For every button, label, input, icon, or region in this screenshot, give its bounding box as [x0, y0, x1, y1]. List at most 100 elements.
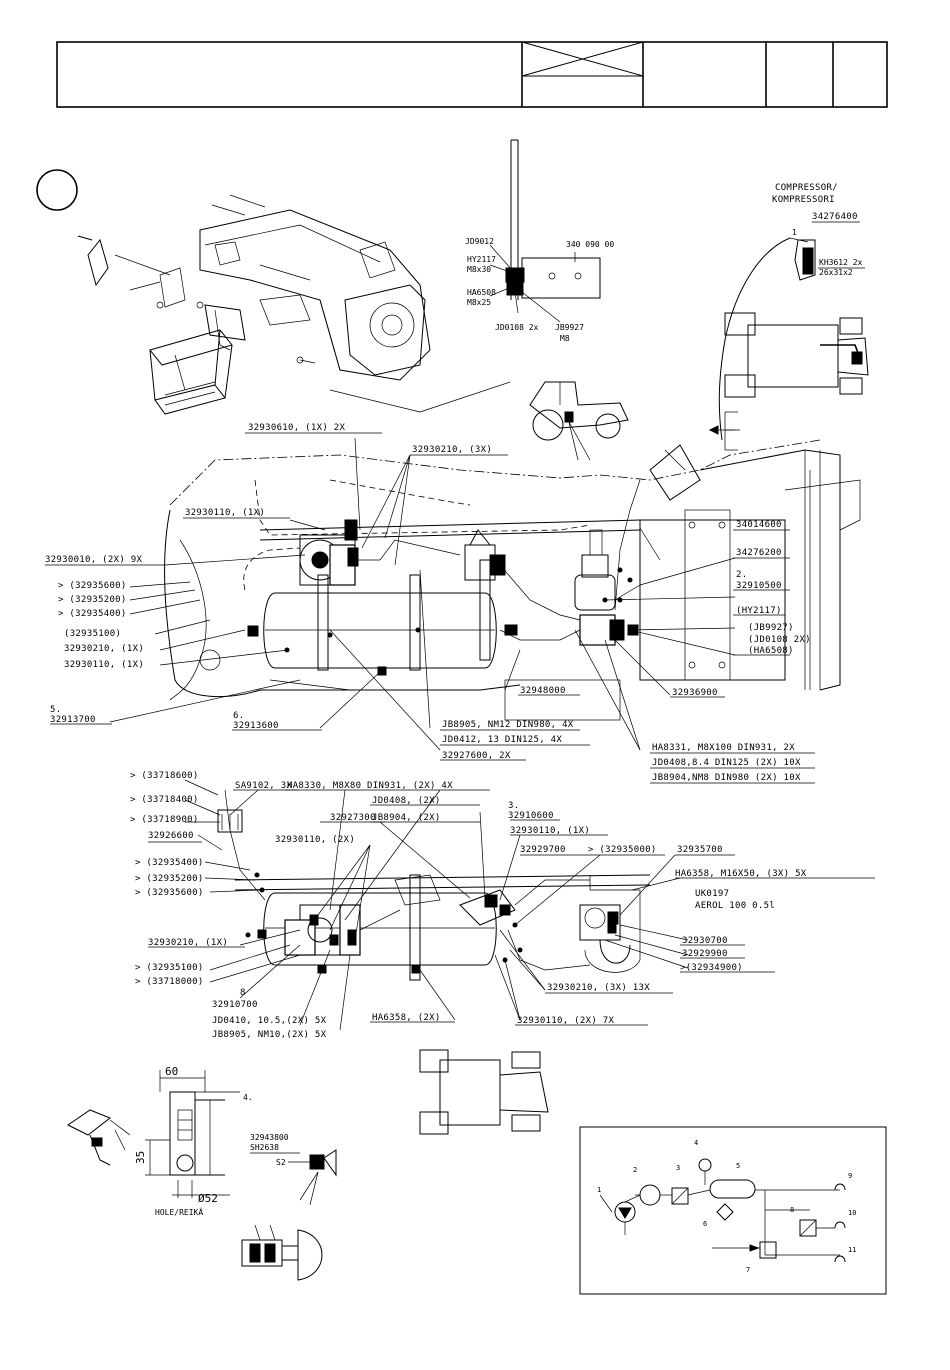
main-label: 32913600 — [233, 721, 279, 731]
lower-label: > (32935100) — [135, 963, 204, 973]
lower-label: UK0197 — [695, 889, 729, 899]
main-label: 32913700 — [50, 715, 96, 725]
schematic-number: 3 — [676, 1164, 680, 1172]
lower-label: 32926600 — [148, 831, 194, 841]
valve-part: 32943800 — [250, 1133, 289, 1142]
main-label: HA8331, M8X100 DIN931, 2X — [652, 743, 795, 753]
hole-detail: 60 35 Ø52 HOLE/REIKÄ 4. — [67, 1065, 323, 1281]
lower-label: 32930110, (2X) — [275, 835, 355, 845]
schematic-number: 6 — [703, 1220, 707, 1228]
lower-label: > (32935200) — [135, 874, 204, 884]
lower-label: > (33718400) — [130, 795, 199, 805]
dim-width: 60 — [165, 1065, 178, 1078]
main-label: 32930210, (3X) — [412, 445, 492, 455]
schematic-number: 4 — [694, 1139, 698, 1147]
lower-label: 32910700 — [212, 1000, 258, 1010]
lower-label: JB8905, NM10,(2X) 5X — [212, 1030, 327, 1040]
lower-label: HA8330, M8X80 DIN931, (2X) 4X — [287, 781, 453, 791]
schematic-number: 1 — [597, 1186, 601, 1194]
main-label: 32930210, (1X) — [64, 644, 144, 654]
lower-label: > (32935000) — [588, 845, 657, 855]
main-label: (JD0108 2X) — [748, 635, 811, 645]
main-label: JD0412, 13 DIN125, 4X — [442, 735, 562, 745]
main-label: 32936900 — [672, 688, 718, 698]
valve-detail: 32943800 SH2638 S2 — [250, 1133, 337, 1206]
lower-label: > (33718600) — [130, 771, 199, 781]
lower-label: 8 — [240, 988, 246, 998]
lower-label: > (33718900) — [130, 815, 199, 825]
lower-label: >(32934900) — [680, 963, 743, 973]
lower-label: 32930110, (2X) 7X — [517, 1016, 614, 1026]
step-number: 4. — [243, 1093, 253, 1102]
lower-label: 3. — [508, 801, 519, 811]
main-label: 34276200 — [736, 548, 782, 558]
lower-label: 32929900 — [682, 949, 728, 959]
main-label: 6. — [233, 711, 244, 721]
main-label: 2. — [736, 570, 747, 580]
bracket-label: JD9012 — [465, 237, 494, 246]
schematic-number: 9 — [848, 1172, 852, 1180]
lower-label: 32930210, (3X) 13X — [547, 983, 650, 993]
schematic-number: 2 — [633, 1166, 637, 1174]
title-block — [56, 41, 888, 108]
bracket-detail: JD9012 HY2117 M8x30 HA6508 M8x25 JD0108 … — [465, 139, 614, 343]
tractor-side-view — [529, 381, 629, 461]
bracket-label: M8 — [560, 334, 570, 343]
main-label: (HY2117) — [736, 606, 782, 616]
lower-label: 32935700 — [677, 845, 723, 855]
bracket-label: 340 090 00 — [566, 240, 614, 249]
bracket-label: M8x30 — [467, 265, 491, 274]
main-label: 32948000 — [520, 686, 566, 696]
compressor-title: COMPRESSOR/ — [775, 183, 838, 193]
lower-label: > (32935600) — [135, 888, 204, 898]
main-label: > (32935600) — [58, 581, 127, 591]
leaders-main — [109, 437, 736, 751]
schematic-number: 7 — [746, 1266, 750, 1274]
lower-label: JD0410, 10.5,(2X) 5X — [212, 1016, 327, 1026]
dim-height: 35 — [134, 1151, 147, 1164]
lower-label: 32930210, (1X) — [148, 938, 228, 948]
main-label: 34014600 — [736, 520, 782, 530]
main-label: JD0408,8.4 DIN125 (2X) 10X — [652, 758, 801, 768]
lower-label: 32929700 — [520, 845, 566, 855]
main-label: 32930110, (1X) — [64, 660, 144, 670]
bracket-label: HY2117 — [467, 255, 496, 264]
lower-label: AEROL 100 0.5l — [695, 901, 775, 911]
lower-label: > (33718000) — [135, 977, 204, 987]
lower-assembly: SA9102, 3X > (33718600) > (33718400) > (… — [130, 771, 875, 1040]
lower-label: 32930700 — [682, 936, 728, 946]
main-label: JB8904,NM8 DIN980 (2X) 10X — [652, 773, 801, 783]
pneumatic-schematic: 1 2 3 4 5 6 7 8 9 — [579, 1126, 887, 1295]
compressor-detail: COMPRESSOR/ KOMPRESSORI 34276400 1 KH361… — [708, 183, 869, 451]
schematic-number: 8 — [790, 1206, 794, 1214]
main-label: 32930110, (1X) — [185, 508, 265, 518]
bracket-label: HA6508 — [467, 288, 496, 297]
detail-step-assembly — [36, 169, 511, 415]
main-label: > (32935400) — [58, 609, 127, 619]
tractor-top-view — [419, 1049, 549, 1135]
lower-label: HA6358, M16X50, (3X) 5X — [675, 869, 807, 879]
main-label: 32930610, (1X) 2X — [248, 423, 345, 433]
compressor-tag: 1 — [792, 228, 797, 237]
main-label: 5. — [50, 705, 61, 715]
schematic-number: 5 — [736, 1162, 740, 1170]
main-label: 32910500 — [736, 581, 782, 591]
main-label: (JB9927) — [748, 623, 794, 633]
schematic-number: 10 — [848, 1209, 856, 1217]
hole-caption: HOLE/REIKÄ — [155, 1207, 203, 1217]
main-label: 32930010, (2X) 9X — [45, 555, 142, 565]
bracket-label: JB9927 — [555, 323, 584, 332]
lower-label: JD0408, (2X) — [372, 796, 441, 806]
lower-label: 32927300 — [330, 813, 376, 823]
main-label: 32927600, 2X — [442, 751, 511, 761]
main-label: JB8905, NM12 DIN980, 4X — [442, 720, 574, 730]
lower-label: JB8904, (2X) — [372, 813, 441, 823]
projection-symbol — [521, 41, 644, 77]
lower-label: 32910600 — [508, 811, 554, 821]
compressor-hose-size: 26x31x2 — [819, 268, 853, 277]
lower-label: > (32935400) — [135, 858, 204, 868]
lower-label: SA9102, 3X — [235, 781, 292, 791]
valve-code: SH2638 — [250, 1143, 279, 1152]
lower-label: 32930110, (1X) — [510, 826, 590, 836]
